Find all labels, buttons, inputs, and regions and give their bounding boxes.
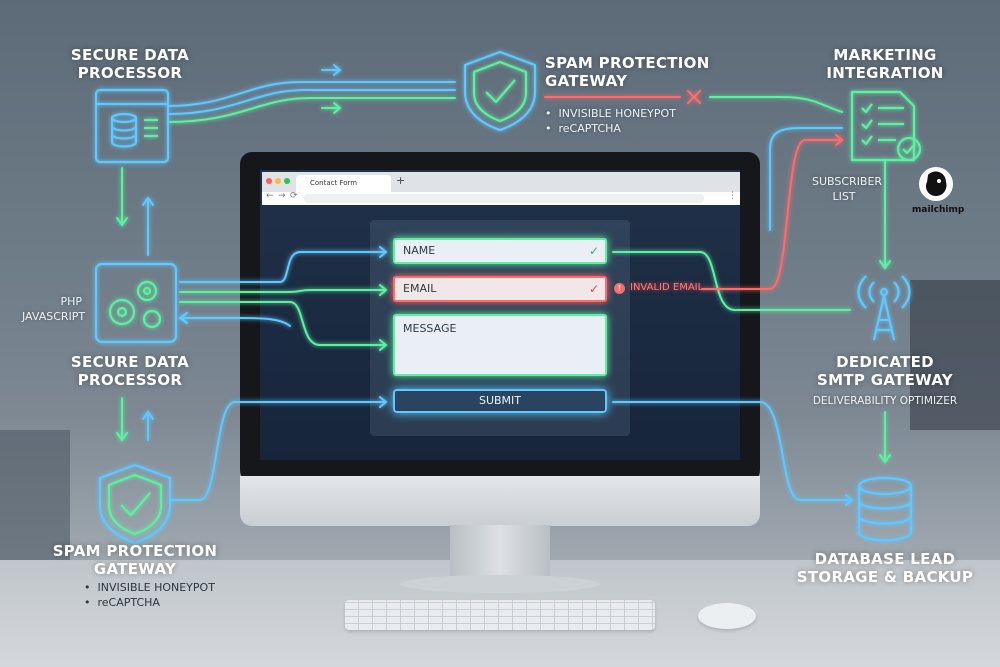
deliverability-label: DELIVERABILITY OPTIMIZER bbox=[812, 395, 958, 407]
forward-icon[interactable]: → bbox=[278, 191, 286, 201]
monitor-chin bbox=[240, 476, 760, 526]
antenna-icon bbox=[857, 275, 911, 341]
monitor-neck bbox=[450, 525, 550, 580]
connector bbox=[116, 397, 128, 442]
connector bbox=[167, 89, 456, 115]
shield-check-icon bbox=[463, 50, 537, 132]
database-label: DATABASE LEAD STORAGE & BACKUP bbox=[796, 550, 974, 586]
blocked-icon bbox=[687, 90, 701, 104]
window-minimize-button[interactable] bbox=[275, 178, 281, 184]
keyboard bbox=[345, 600, 655, 630]
connector bbox=[169, 396, 388, 501]
tab-title: Contact Form bbox=[310, 179, 358, 187]
smtp-label: DEDICATED SMTP GATEWAY bbox=[817, 353, 953, 389]
connector bbox=[612, 401, 854, 506]
message-placeholder: MESSAGE bbox=[403, 322, 457, 335]
mid-processor-label: SECURE DATA PROCESSOR bbox=[70, 353, 190, 389]
server-database-icon bbox=[94, 88, 170, 164]
mouse bbox=[698, 603, 756, 629]
top-gateway-label: SPAM PROTECTION GATEWAY bbox=[545, 54, 710, 90]
marketing-label: MARKETING INTEGRATION bbox=[826, 46, 944, 82]
connector bbox=[179, 301, 388, 351]
name-valid-check-icon: ✓ bbox=[588, 244, 599, 258]
message-field[interactable]: MESSAGE bbox=[393, 314, 607, 376]
connector bbox=[167, 81, 456, 107]
bottom-gateway-label: SPAM PROTECTION GATEWAY bbox=[52, 542, 218, 578]
name-field[interactable]: NAME ✓ bbox=[393, 238, 607, 264]
checklist-icon bbox=[850, 90, 922, 162]
monitor-base bbox=[400, 575, 600, 593]
flow-arrow bbox=[321, 64, 342, 76]
connector bbox=[167, 97, 456, 123]
top-gateway-bullets: • INVISIBLE HONEYPOT • reCAPTCHA bbox=[545, 107, 676, 135]
browser-tab[interactable]: Contact Form bbox=[296, 175, 391, 192]
connector bbox=[116, 167, 128, 227]
error-icon: ! bbox=[614, 283, 625, 294]
connector bbox=[142, 410, 154, 441]
new-tab-button[interactable]: + bbox=[396, 174, 406, 187]
subscriber-list-label: SUBSCRIBER LIST bbox=[812, 175, 883, 203]
mailchimp-logo bbox=[919, 167, 953, 201]
connector bbox=[142, 196, 154, 256]
connector bbox=[178, 312, 291, 327]
flow-arrow bbox=[321, 102, 342, 114]
gears-icon bbox=[94, 262, 178, 344]
email-placeholder: EMAIL bbox=[403, 282, 437, 295]
database-icon bbox=[857, 476, 913, 542]
reload-icon[interactable]: ⟳ bbox=[290, 191, 298, 201]
name-placeholder: NAME bbox=[403, 244, 436, 257]
connector bbox=[701, 134, 844, 290]
connector bbox=[879, 159, 891, 270]
address-bar[interactable] bbox=[304, 194, 704, 203]
connector bbox=[769, 127, 843, 231]
shield-check-icon bbox=[98, 463, 172, 545]
window-close-button[interactable] bbox=[266, 178, 272, 184]
browser-menu-icon[interactable]: ⋮ bbox=[728, 191, 737, 201]
connector bbox=[179, 246, 388, 283]
left-shelf bbox=[0, 430, 70, 560]
connector bbox=[709, 96, 843, 113]
bottom-gateway-bullets: • INVISIBLE HONEYPOT • reCAPTCHA bbox=[84, 581, 215, 609]
connector bbox=[879, 411, 891, 464]
window-zoom-button[interactable] bbox=[284, 178, 290, 184]
top-processor-label: SECURE DATA PROCESSOR bbox=[70, 46, 190, 82]
email-field[interactable]: EMAIL ✓ bbox=[393, 276, 607, 302]
language-list: PHP JAVASCRIPT bbox=[22, 295, 86, 323]
invalid-email-error: INVALID EMAIL bbox=[630, 282, 704, 293]
right-monitor-silhouette bbox=[910, 280, 1000, 430]
email-check-icon: ✓ bbox=[588, 282, 599, 296]
mailchimp-wordmark: mailchimp bbox=[912, 205, 965, 215]
connector bbox=[612, 251, 851, 311]
back-icon[interactable]: ← bbox=[266, 191, 274, 201]
connector bbox=[179, 284, 388, 296]
submit-button[interactable]: SUBMIT bbox=[393, 389, 607, 413]
